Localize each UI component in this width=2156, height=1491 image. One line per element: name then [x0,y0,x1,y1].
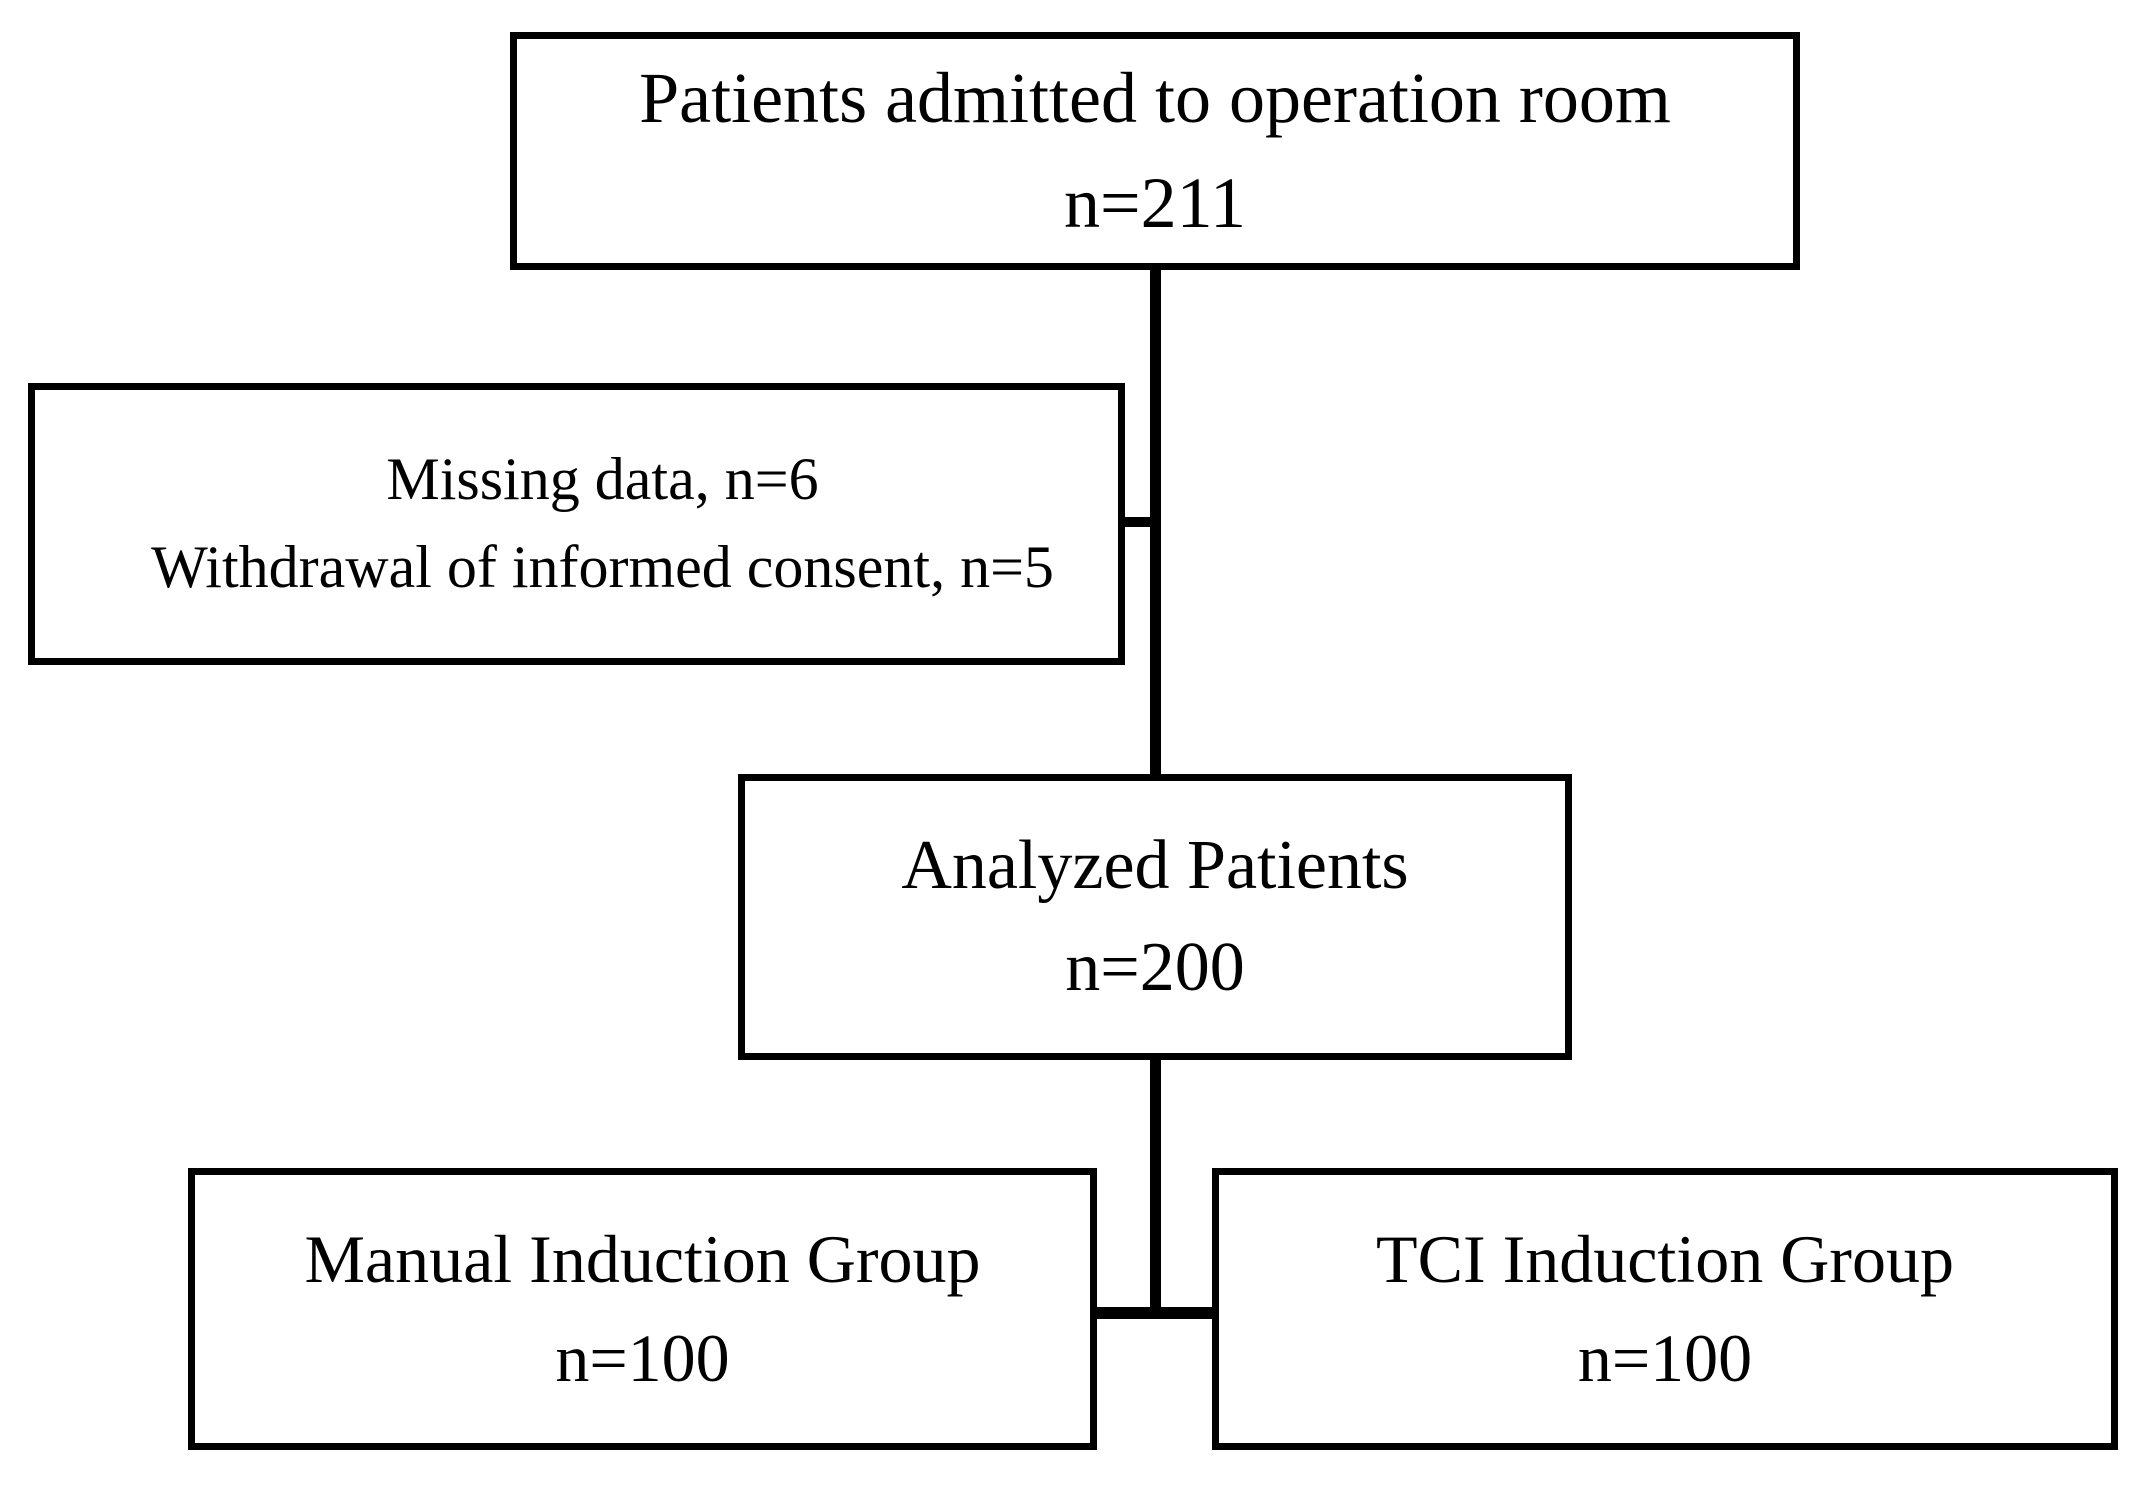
node-tci-induction-group-label: TCI Induction Group [1376,1220,1954,1297]
node-exclusions: Missing data, n=6 Withdrawal of informed… [28,383,1125,665]
node-manual-induction-group-count: n=100 [555,1320,730,1396]
node-patients-admitted-count: n=211 [1064,163,1246,243]
connector-analyzed-to-groups [1150,1056,1161,1318]
node-analyzed-patients-count: n=200 [1065,929,1245,1006]
node-manual-induction-group: Manual Induction Group n=100 [188,1168,1097,1450]
node-patients-admitted-label: Patients admitted to operation room [639,57,1671,138]
node-exclusions-withdrawal: Withdrawal of informed consent, n=5 [151,534,1054,600]
node-analyzed-patients: Analyzed Patients n=200 [738,774,1572,1060]
node-analyzed-patients-label: Analyzed Patients [901,826,1409,904]
node-tci-induction-group-count: n=100 [1577,1320,1753,1396]
connector-exclusions-stub [1118,517,1158,527]
node-tci-induction-group: TCI Induction Group n=100 [1212,1168,2118,1450]
node-exclusions-missing-data: Missing data, n=6 [386,446,819,513]
connector-group-split-bar [1092,1307,1218,1319]
node-manual-induction-group-label: Manual Induction Group [304,1220,981,1297]
node-patients-admitted: Patients admitted to operation room n=21… [510,32,1800,270]
